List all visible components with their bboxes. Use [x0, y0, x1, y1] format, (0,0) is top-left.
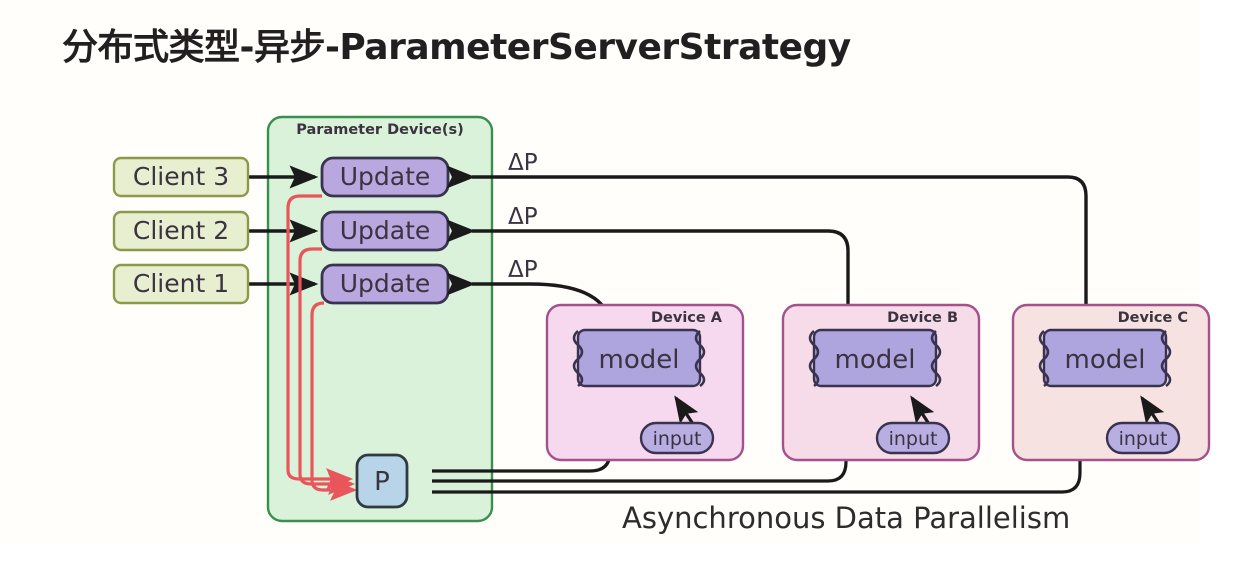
client-2-label: Client 2: [133, 216, 229, 245]
device-c-model-wave-left-icon: [1038, 330, 1050, 388]
client-3-box[interactable]: [112, 156, 250, 198]
device-c-input[interactable]: input: [1105, 421, 1181, 455]
p-node-box[interactable]: [355, 453, 409, 509]
device-c-model-wave-right-icon: [1160, 330, 1172, 388]
edge-update2-p: [298, 247, 356, 495]
edge-deviceB-update2: [446, 219, 850, 320]
delta-p-label-middle: ΔP: [508, 204, 538, 230]
client-2-box[interactable]: [112, 210, 250, 252]
client-1-label: Client 1: [133, 269, 229, 298]
page-title: 分布式类型-异步-ParameterServerStrategy: [62, 27, 851, 68]
delta-p-label-top: ΔP: [508, 150, 538, 176]
edge-input-model-a: [674, 395, 699, 425]
device-b-input[interactable]: input: [875, 421, 951, 455]
client-3[interactable]: Client 3: [112, 156, 250, 198]
update-1[interactable]: Update: [320, 263, 450, 305]
aggregator-node-p[interactable]: P: [355, 453, 409, 509]
parameter-device-label: Parameter Device(s): [296, 122, 463, 138]
device-c-input-label: input: [1119, 428, 1168, 450]
device-b-input-label: input: [889, 428, 938, 450]
device-a-model-wave-right-icon: [694, 330, 706, 388]
device-c-model-label: model: [1065, 345, 1146, 375]
delta-p-label-bottom: ΔP: [508, 257, 538, 283]
diagram-caption: Asynchronous Data Parallelism: [622, 501, 1071, 535]
client-to-update-edges: [248, 165, 319, 296]
aggregator-broadcast-edges: [432, 396, 1091, 494]
device-a-model[interactable]: model: [572, 328, 706, 388]
update-3[interactable]: Update: [320, 156, 450, 198]
update-2-label: Update: [340, 216, 431, 245]
edge-input-model-c: [1140, 395, 1165, 425]
client-1-box[interactable]: [112, 263, 250, 305]
edge-update1-p: [310, 301, 358, 501]
device-b-model[interactable]: model: [808, 328, 942, 388]
edge-p-deviceC: [432, 396, 1091, 494]
update-2[interactable]: Update: [320, 210, 450, 252]
device-c-input-box[interactable]: [1105, 421, 1181, 455]
client-1[interactable]: Client 1: [112, 263, 250, 305]
device-c[interactable]: Device C model input: [1011, 303, 1211, 462]
edge-input-model-b: [910, 395, 935, 425]
update-3-label: Update: [340, 162, 431, 191]
gradient-return-edges: [446, 165, 1088, 321]
device-a[interactable]: Device A model input: [545, 303, 745, 462]
edge-update3-p: [286, 194, 354, 490]
update-1-label: Update: [340, 269, 431, 298]
edge-p-deviceB: [432, 396, 857, 483]
device-b-model-wave-right-icon: [930, 330, 942, 388]
edge-deviceC-update3: [446, 165, 1088, 320]
device-c-label: Device C: [1118, 310, 1188, 326]
device-a-model-wave-left-icon: [572, 330, 584, 388]
device-a-model-label: model: [599, 345, 680, 375]
device-a-label: Device A: [651, 310, 723, 326]
client-3-label: Client 3: [133, 162, 229, 191]
device-a-input-label: input: [653, 428, 702, 450]
device-a-input[interactable]: input: [639, 421, 715, 455]
update-to-aggregator-edges: [286, 194, 358, 501]
device-b-input-box[interactable]: [875, 421, 951, 455]
device-b-model-label: model: [835, 345, 916, 375]
device-c-model[interactable]: model: [1038, 328, 1172, 388]
device-a-input-box[interactable]: [639, 421, 715, 455]
p-node-label: P: [374, 467, 390, 497]
device-b[interactable]: Device B model input: [781, 303, 981, 462]
client-2[interactable]: Client 2: [112, 210, 250, 252]
device-b-label: Device B: [887, 310, 958, 326]
device-b-model-wave-left-icon: [808, 330, 820, 388]
